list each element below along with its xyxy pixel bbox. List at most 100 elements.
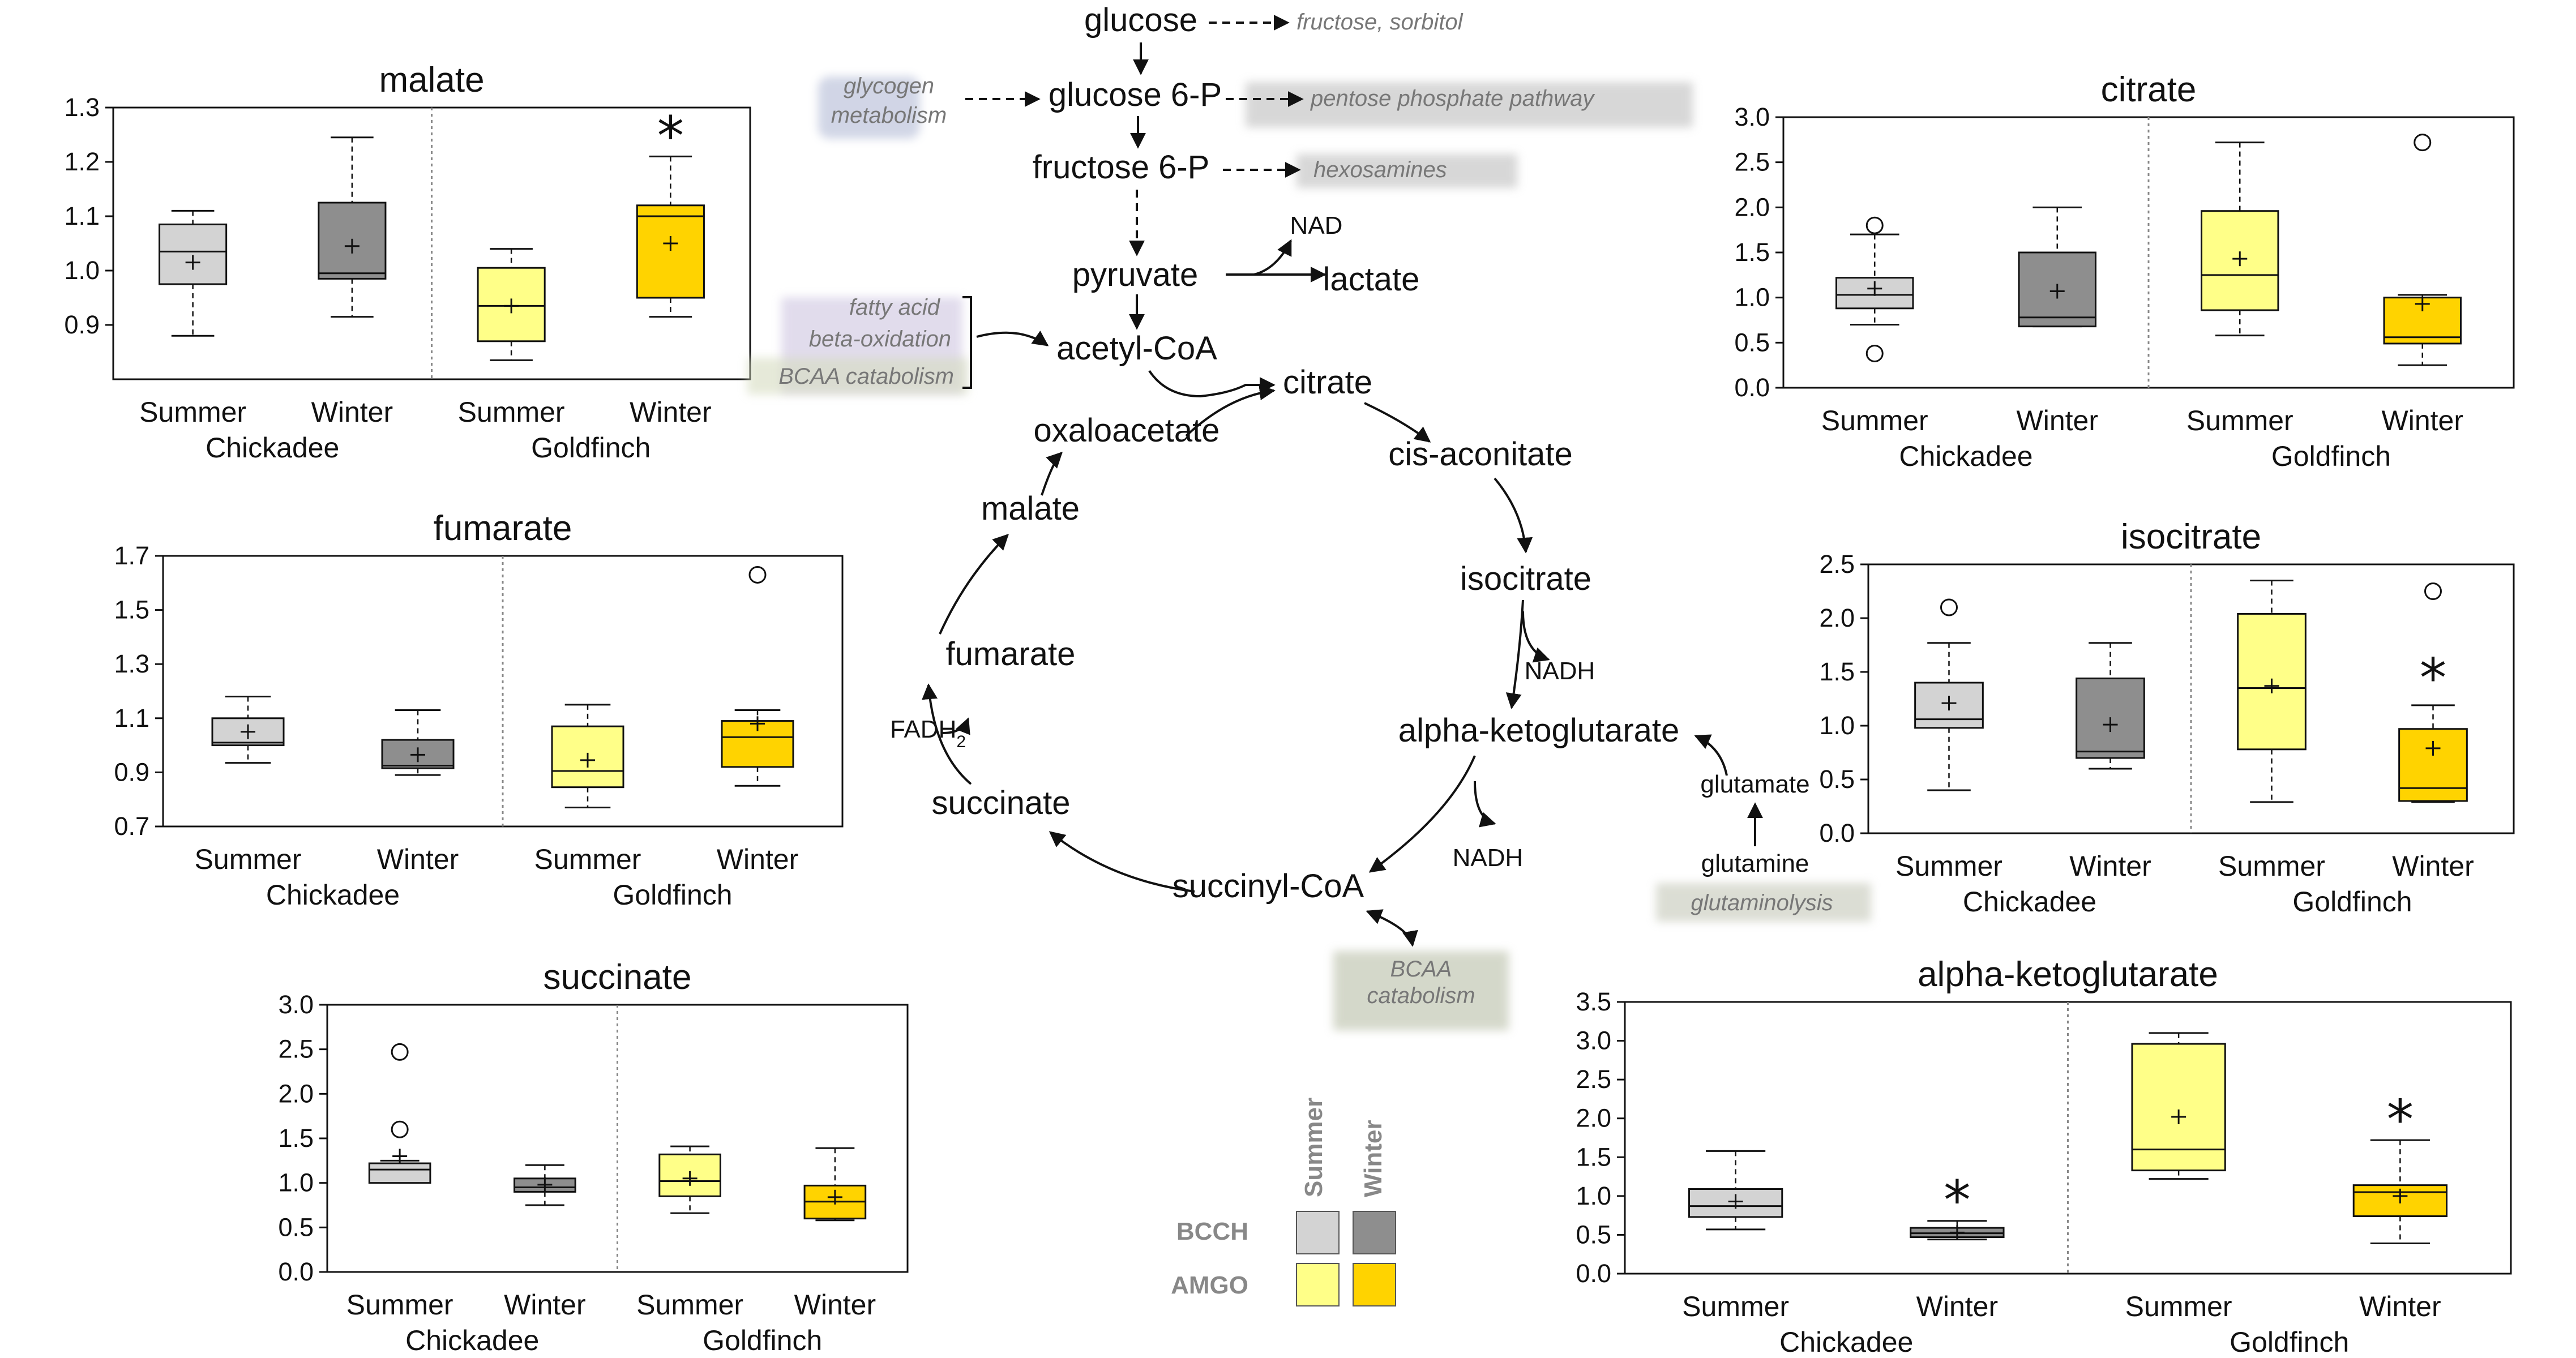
label-hexosamines: hexosamines bbox=[1313, 157, 1447, 182]
label-lactate: lactate bbox=[1323, 261, 1420, 298]
outlier-point bbox=[1865, 344, 1884, 362]
outlier-point bbox=[2414, 134, 2432, 152]
y-tick-label: 0.0 bbox=[1819, 819, 1855, 847]
arrow-cisaconitate-isocitrate bbox=[1494, 477, 1533, 554]
arrow-citrate-cisaconitate bbox=[1364, 402, 1431, 443]
arrow-fadh bbox=[942, 717, 970, 735]
x-group-label: Summer bbox=[534, 843, 641, 875]
arrow-isocitrate-akg bbox=[1505, 599, 1524, 709]
y-tick-label: 1.7 bbox=[114, 541, 149, 570]
x-group-label: Winter bbox=[2392, 850, 2474, 882]
label-citrate: citrate bbox=[1283, 364, 1372, 401]
label-isocitrate: isocitrate bbox=[1460, 560, 1591, 597]
legend-swatch-amgo-winter bbox=[1353, 1263, 1396, 1306]
y-tick-label: 1.0 bbox=[1819, 711, 1855, 740]
y-tick-label: 1.5 bbox=[1734, 238, 1770, 267]
x-group-label: Winter bbox=[2359, 1291, 2441, 1322]
y-tick-label: 2.5 bbox=[1576, 1065, 1611, 1094]
significance-star: * bbox=[2387, 1089, 2414, 1151]
x-group-label: Winter bbox=[2017, 405, 2098, 436]
x-group-label: Summer bbox=[1821, 405, 1928, 436]
y-tick-label: 2.5 bbox=[1819, 550, 1855, 579]
significance-star: * bbox=[1944, 1170, 1971, 1232]
chart-title: isocitrate bbox=[2121, 517, 2261, 556]
y-tick-label: 3.0 bbox=[1734, 102, 1770, 131]
label-fructose-6p: fructose 6-P bbox=[1033, 149, 1210, 186]
species-label: Goldfinch bbox=[2271, 440, 2391, 472]
y-tick-label: 0.5 bbox=[1819, 765, 1855, 794]
significance-star: * bbox=[2420, 648, 2447, 710]
label-fadh: FADH2 bbox=[890, 716, 966, 751]
y-tick-label: 0.9 bbox=[64, 310, 100, 339]
legend-swatch-amgo-summer bbox=[1296, 1263, 1340, 1306]
label-beta-oxidation: beta-oxidation bbox=[809, 327, 951, 352]
x-group-label: Summer bbox=[139, 396, 246, 428]
y-tick-label: 0.0 bbox=[278, 1257, 314, 1286]
y-tick-label: 2.0 bbox=[1576, 1104, 1611, 1133]
y-tick-label: 0.5 bbox=[1734, 328, 1770, 357]
y-tick-label: 0.7 bbox=[114, 812, 149, 841]
label-glutaminolysis: glutaminolysis bbox=[1691, 890, 1833, 915]
y-tick-label: 1.1 bbox=[114, 704, 149, 732]
label-fructose-sorbitol: fructose, sorbitol bbox=[1296, 10, 1464, 35]
y-tick-label: 3.0 bbox=[278, 990, 314, 1019]
x-group-label: Summer bbox=[2218, 850, 2325, 882]
y-tick-label: 3.0 bbox=[1576, 1026, 1611, 1055]
x-group-label: Winter bbox=[2069, 850, 2151, 882]
label-glutamine: glutamine bbox=[1701, 850, 1809, 877]
y-tick-label: 1.3 bbox=[114, 649, 149, 678]
box-iqr bbox=[159, 223, 228, 285]
arrow-fatty-acetylcoa bbox=[976, 331, 1049, 346]
arrow-malate-oxaloacetate bbox=[1041, 452, 1063, 496]
x-group-label: Summer bbox=[2125, 1291, 2232, 1322]
label-acetyl-coa: acetyl-CoA bbox=[1056, 330, 1217, 367]
y-tick-label: 1.1 bbox=[64, 202, 100, 230]
box-iqr bbox=[2398, 728, 2468, 802]
x-group-label: Summer bbox=[1895, 850, 2002, 882]
box-iqr bbox=[368, 1162, 431, 1184]
outlier-point bbox=[748, 566, 767, 584]
species-label: Goldfinch bbox=[2230, 1326, 2349, 1358]
label-glycogen-metabolism: metabolism bbox=[831, 103, 947, 128]
species-label: Chickadee bbox=[1899, 440, 2032, 472]
y-tick-label: 1.0 bbox=[278, 1168, 314, 1197]
species-label: Chickadee bbox=[1963, 886, 2096, 918]
significance-star: * bbox=[657, 105, 684, 168]
arrow-glutamate-akg bbox=[1694, 734, 1728, 776]
x-group-label: Winter bbox=[630, 396, 711, 428]
y-tick-label: 1.0 bbox=[1576, 1181, 1611, 1210]
y-tick-label: 2.0 bbox=[1819, 603, 1855, 632]
fadh-sub: 2 bbox=[956, 732, 966, 751]
y-tick-label: 2.5 bbox=[278, 1035, 314, 1064]
chart-title: citrate bbox=[2101, 70, 2197, 109]
y-tick-label: 0.5 bbox=[1576, 1220, 1611, 1249]
outlier-point bbox=[391, 1120, 409, 1138]
outlier-point bbox=[2424, 582, 2442, 600]
bracket-fatty bbox=[962, 296, 972, 389]
arrow-nadh-1 bbox=[1522, 611, 1550, 663]
label-nad: NAD bbox=[1290, 212, 1343, 239]
arrow-succinate-fumarate bbox=[922, 683, 972, 785]
species-label: Goldfinch bbox=[2292, 886, 2412, 918]
x-group-label: Summer bbox=[1682, 1291, 1789, 1322]
hexosamines-bg bbox=[1296, 154, 1517, 188]
y-tick-label: 1.5 bbox=[114, 596, 149, 624]
y-tick-label: 2.5 bbox=[1734, 148, 1770, 177]
glycogen-bg bbox=[818, 76, 920, 139]
species-label: Chickadee bbox=[405, 1325, 539, 1356]
species-label: Chickadee bbox=[206, 432, 339, 464]
pathway-arrows bbox=[922, 15, 1763, 947]
label-bcaa-catabolism-2: catabolism bbox=[1367, 983, 1475, 1008]
y-tick-label: 1.0 bbox=[1734, 283, 1770, 312]
arrow-fumarate-malate bbox=[939, 534, 1009, 635]
arrow-succinylcoa-bcaa bbox=[1366, 909, 1418, 947]
legend-swatch-bcch-winter bbox=[1353, 1211, 1396, 1254]
label-malate: malate bbox=[981, 490, 1080, 527]
legend-swatch-bcch-summer bbox=[1296, 1211, 1340, 1254]
legend-winter-label: Winter bbox=[1359, 1120, 1387, 1198]
y-tick-label: 1.5 bbox=[278, 1124, 314, 1153]
